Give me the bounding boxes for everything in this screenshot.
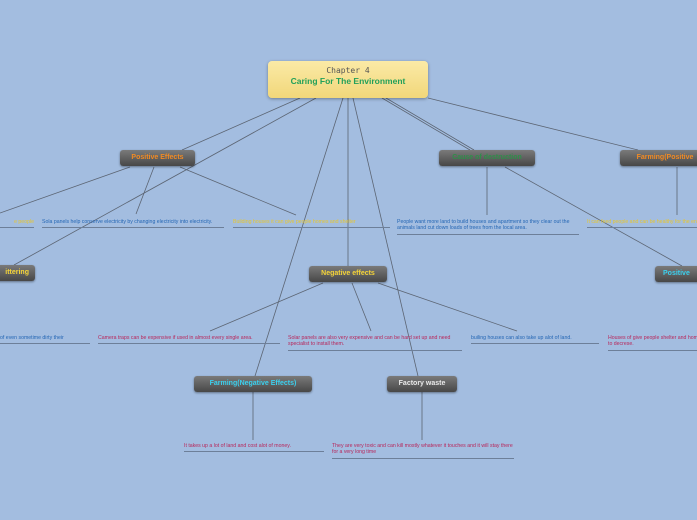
- leaf-farming-positive: It can feed people and can be healthy fo…: [587, 219, 697, 229]
- link-root-causes: [381, 97, 471, 151]
- link-negative-solar: [351, 282, 372, 332]
- leaf-solar-negative: Solar panels are also very expensive and…: [288, 335, 462, 351]
- topic-negative-effects[interactable]: Negative effects: [309, 266, 387, 282]
- link-positive-solar: [135, 166, 155, 215]
- leaf-solar-positive: Sola panels help conserve electricity by…: [42, 219, 224, 229]
- link-root-factory: [352, 97, 419, 377]
- topic-cause-of-destruction[interactable]: Cause of destruction: [439, 150, 535, 166]
- central-topic[interactable]: Chapter 4 Caring For The Environment: [268, 61, 428, 98]
- leaf-building-land: builing houses can also take up alot of …: [471, 335, 599, 345]
- topic-farming-negative[interactable]: Farming(Negative Effects): [194, 376, 312, 392]
- link-root-causes-2: [385, 97, 475, 151]
- leaf-cause: People want more land to build houses an…: [397, 219, 579, 235]
- link-positive-houses: [179, 166, 297, 216]
- leaf-littering: s of even sometime dirty their: [0, 335, 90, 345]
- link-root-positive: [181, 97, 301, 151]
- chapter-label: Chapter 4: [326, 66, 370, 75]
- link-negative-building: [377, 282, 518, 332]
- link-root-littering: [13, 97, 317, 266]
- leaf-left-cut: e people: [0, 219, 34, 229]
- link-root-farming-neg: [254, 97, 344, 377]
- link-positive-leftcut: [0, 166, 131, 214]
- topic-positive-right[interactable]: Positive: [655, 266, 697, 282]
- link-root-farming-pos: [427, 97, 639, 151]
- topic-factory-waste[interactable]: Factory waste: [387, 376, 457, 392]
- topic-positive-effects[interactable]: Positive Effects: [120, 150, 195, 166]
- link-negative-camera: [209, 282, 324, 332]
- leaf-houses-right: Houses of give people shelter and homele…: [608, 335, 697, 351]
- link-causes-rightcut: [504, 166, 683, 267]
- leaf-houses-positive: Building houses it can give people homes…: [233, 219, 390, 229]
- topic-littering[interactable]: ittering: [0, 265, 35, 281]
- leaf-farming-negative: It takes up a lot of land and cost alot …: [184, 443, 324, 453]
- central-title: Caring For The Environment: [290, 76, 406, 86]
- leaf-factory-waste: They are very toxic and can kill mostly …: [332, 443, 514, 459]
- leaf-camera-traps: Camera traps can be expensive if used in…: [98, 335, 280, 345]
- topic-farming-positive[interactable]: Farming(Positive: [620, 150, 697, 166]
